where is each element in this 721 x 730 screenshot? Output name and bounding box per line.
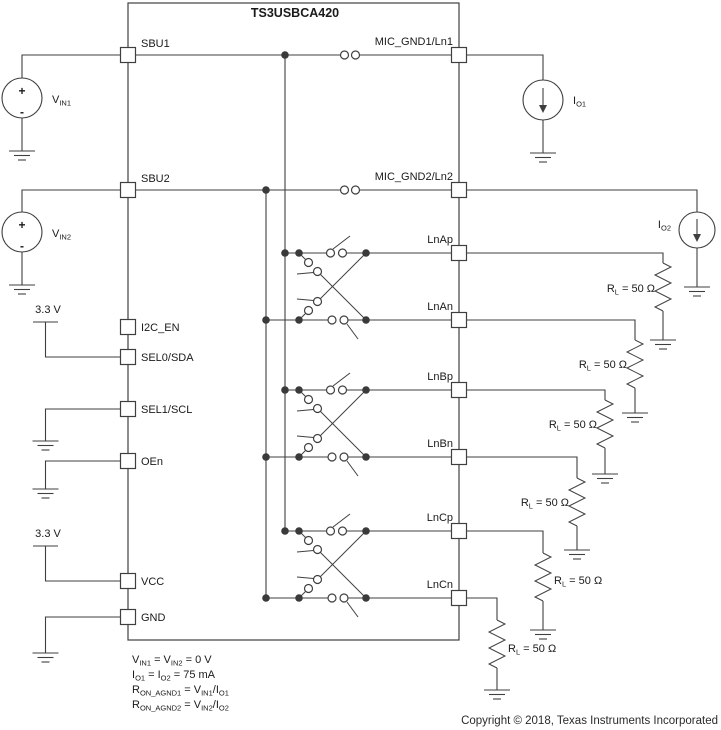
io2-arrow-icon (693, 234, 701, 242)
pin-lncn: LnCn (427, 579, 468, 607)
pin-sel1-scl-label: SEL1/SCL (141, 404, 192, 416)
vin1-minus-sign: - (20, 105, 24, 119)
mic-gnd2-row-switch (135, 185, 452, 195)
pin-i2c-en-label: I2C_EN (141, 322, 180, 334)
io1-current-source: IO1 (466, 54, 586, 163)
vin2-ground (8, 284, 36, 295)
pin-sel1-scl: SEL1/SCL (119, 400, 192, 418)
pin-gnd-label: GND (141, 612, 166, 624)
rl-label-lnbp: RL = 50 Ω (549, 419, 597, 433)
switch-pair-b (261, 372, 453, 477)
io2-label: IO2 (658, 219, 671, 233)
io1-arrow-icon (539, 105, 547, 113)
load-resistor-lncp: RL = 50 Ω (466, 530, 602, 640)
pin-oen-label: OEn (141, 456, 163, 468)
pin-lncn-label: LnCn (427, 579, 453, 591)
pin-lnap-label: LnAp (427, 234, 453, 246)
ic-title: TS3USBCA420 (251, 6, 339, 20)
vin2-plus-sign: + (18, 218, 25, 232)
io2-ground (683, 286, 711, 297)
supply1-label: 3.3 V (35, 304, 61, 316)
pin-i2c-en: I2C_EN (119, 318, 180, 336)
pin-lncp-label: LnCp (427, 512, 453, 524)
note-line-4: RON_AGND2 = VIN2/IO2 (132, 699, 229, 713)
pin-lnan: LnAn (427, 301, 468, 329)
pin-mic-gnd2-ln2: MIC_GND2/Ln2 (375, 171, 468, 199)
left-pins: SBU1 SBU2 I2C_EN SEL0/SDA SEL1/SCL OEn V… (119, 38, 194, 626)
load-resistor-lnbp: RL = 50 Ω (466, 389, 619, 484)
copyright-notice: Copyright © 2018, Texas Instruments Inco… (461, 715, 718, 727)
pin-vcc-label: VCC (141, 576, 164, 588)
sel1-ground (31, 408, 121, 451)
test-condition-notes: VIN1 = VIN2 = 0 V IO1 = IO2 = 75 mA RON_… (132, 654, 229, 713)
pin-sbu1: SBU1 (119, 38, 170, 64)
right-pins: MIC_GND1/Ln1 MIC_GND2/Ln2 LnAp LnAn LnBp… (375, 36, 468, 607)
rl-label-lnan: RL = 50 Ω (579, 359, 627, 373)
supply-3v3-sel0: 3.3 V (33, 304, 121, 358)
switch-pair-c (261, 513, 453, 618)
pin-mic-gnd2-label: MIC_GND2/Ln2 (375, 171, 453, 183)
note-line-3: RON_AGND1 = VIN1/IO1 (132, 684, 229, 698)
pin-lncp: LnCp (427, 512, 468, 540)
rl-label-lnap: RL = 50 Ω (607, 283, 655, 297)
note-line-2: IO1 = IO2 = 75 mA (132, 669, 216, 683)
pin-mic-gnd1-ln1: MIC_GND1/Ln1 (375, 36, 468, 64)
pin-sbu1-label: SBU1 (141, 38, 170, 50)
load-resistor-lnap: RL = 50 Ω (466, 252, 677, 350)
pin-lnbp-label: LnBp (427, 371, 453, 383)
supply2-label: 3.3 V (35, 528, 61, 540)
vin2-source: + - VIN2 (1, 189, 121, 295)
supply-3v3-vcc: 3.3 V (33, 528, 121, 582)
pin-gnd: GND (119, 608, 166, 626)
pin-lnap: LnAp (427, 234, 468, 262)
mic-gnd1-row-switch (135, 50, 452, 60)
pin-lnbn-label: LnBn (427, 438, 453, 450)
load-resistor-lnbn: RL = 50 Ω (466, 456, 591, 560)
pin-sel0-sda: SEL0/SDA (119, 348, 194, 366)
pin-vcc: VCC (119, 572, 164, 590)
vin1-label: VIN1 (52, 94, 71, 108)
io1-ground (529, 152, 557, 163)
vin2-label: VIN2 (52, 228, 71, 242)
pin-sel0-sda-label: SEL0/SDA (141, 352, 194, 364)
pin-lnan-label: LnAn (427, 301, 453, 313)
rl-label-lncp: RL = 50 Ω (554, 575, 602, 589)
pin-sbu2-label: SBU2 (141, 173, 170, 185)
load-resistor-lnan: RL = 50 Ω (466, 319, 649, 423)
pin-oen: OEn (119, 452, 163, 470)
rl-label-lncn: RL = 50 Ω (508, 643, 556, 657)
pin-mic-gnd1-label: MIC_GND1/Ln1 (375, 36, 453, 48)
pin-lnbp: LnBp (427, 371, 468, 399)
vin1-plus-sign: + (18, 84, 25, 98)
rl-label-lnbn: RL = 50 Ω (521, 497, 569, 511)
pin-lnbn: LnBn (427, 438, 468, 466)
note-line-1: VIN1 = VIN2 = 0 V (132, 654, 212, 668)
vin2-minus-sign: - (20, 239, 24, 253)
switch-pair-a (261, 235, 453, 340)
io2-current-source: IO2 (466, 189, 716, 297)
pin-sbu2: SBU2 (119, 173, 170, 199)
oen-ground (31, 460, 121, 499)
gnd-pin-ground (31, 616, 121, 663)
vin1-source: + - VIN1 (1, 54, 121, 161)
load-resistor-lncn: RL = 50 Ω (466, 597, 556, 700)
vin1-ground (8, 150, 36, 161)
io1-label: IO1 (573, 95, 586, 109)
